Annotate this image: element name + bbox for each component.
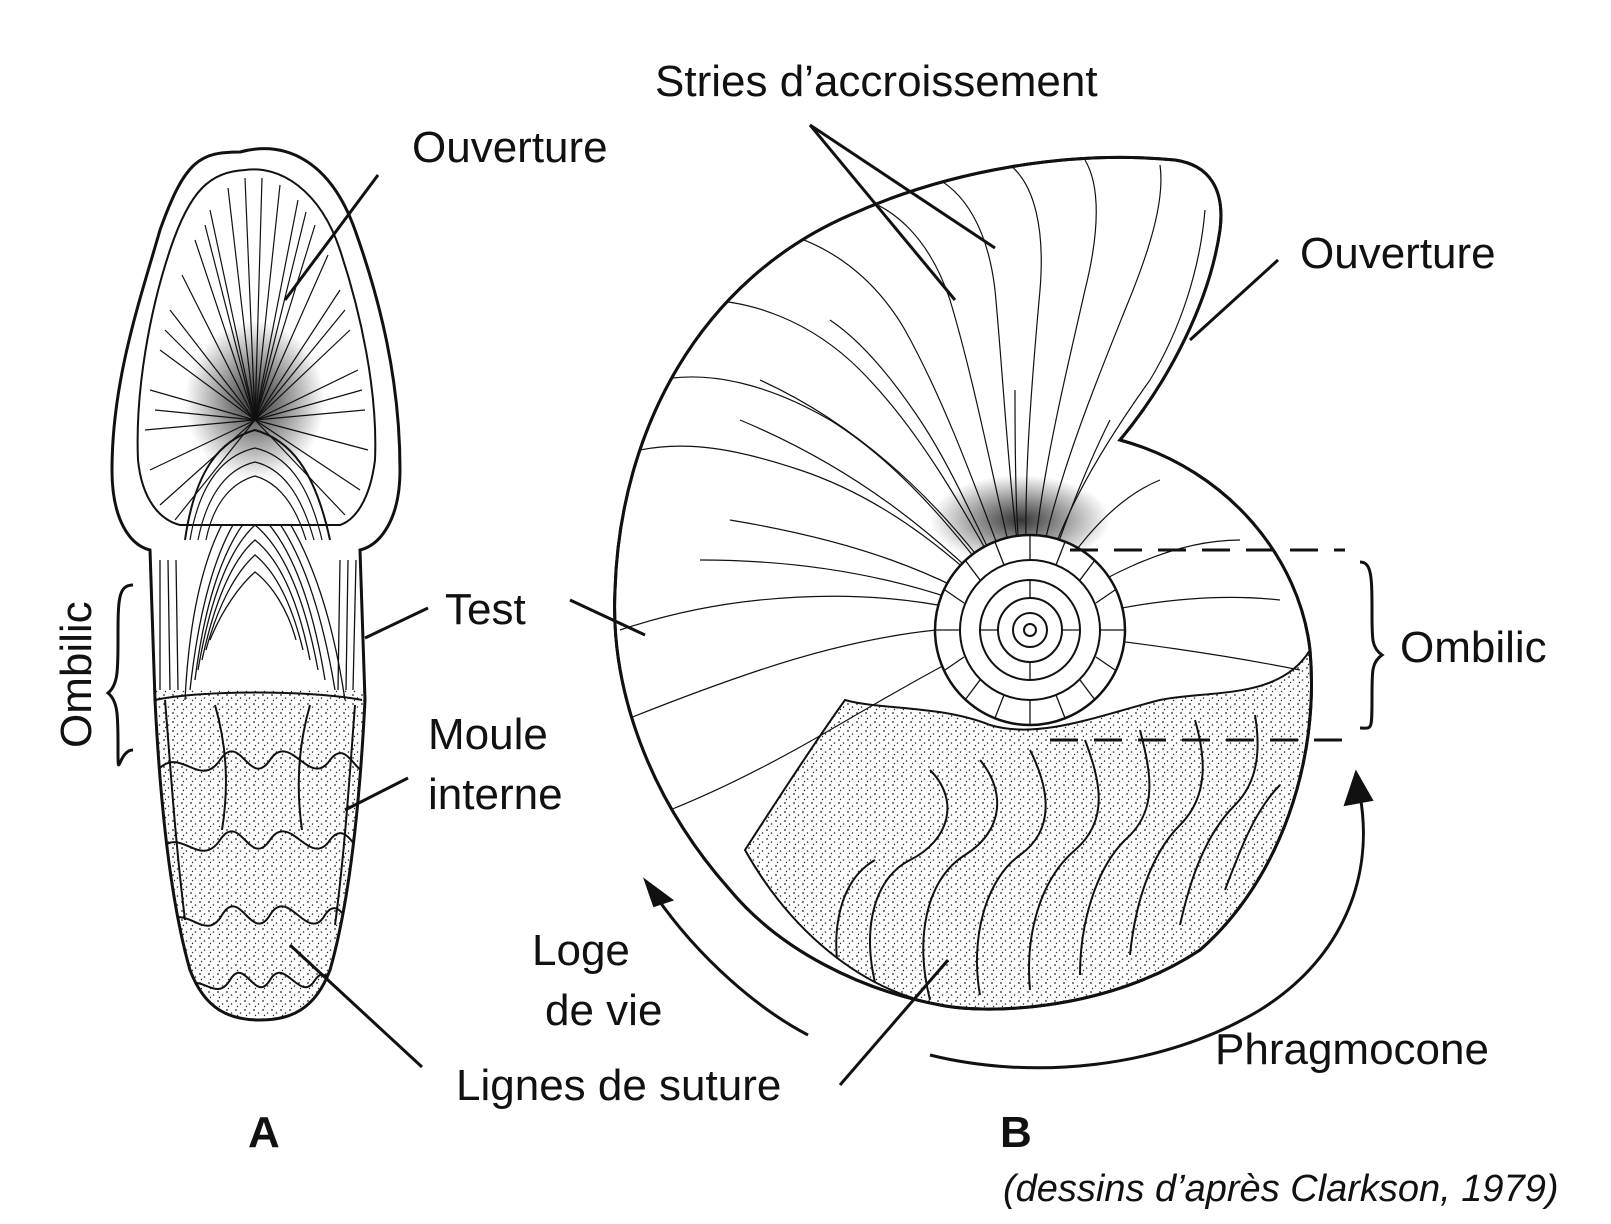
label-phragmocone: Phragmocone [1215, 1025, 1489, 1074]
label-de-vie: de vie [545, 986, 663, 1035]
label-interne: interne [428, 770, 563, 819]
figure-credit: (dessins d’après Clarkson, 1979) [1003, 1168, 1559, 1210]
label-lignes-de-suture: Lignes de suture [456, 1061, 782, 1110]
brace-ombilic-b [1359, 560, 1385, 730]
figure-a [105, 147, 429, 1069]
figure-b [569, 123, 1385, 1086]
label-test: Test [445, 585, 526, 634]
panel-letter-b: B [1000, 1108, 1032, 1157]
arrow-phragmocone [929, 794, 1365, 1070]
label-ouverture-a: Ouverture [412, 123, 608, 172]
brace-ombilic-a [105, 583, 134, 767]
label-ombilic-b: Ombilic [1400, 623, 1547, 672]
panel-letter-a: A [248, 1108, 280, 1157]
label-stries: Stries d’accroissement [655, 57, 1098, 106]
label-ombilic-a: Ombilic [52, 601, 101, 748]
label-ouverture-b: Ouverture [1300, 229, 1496, 278]
label-loge: Loge [532, 926, 630, 975]
label-moule: Moule [428, 710, 548, 759]
arrow-loge-de-vie [653, 894, 809, 1037]
